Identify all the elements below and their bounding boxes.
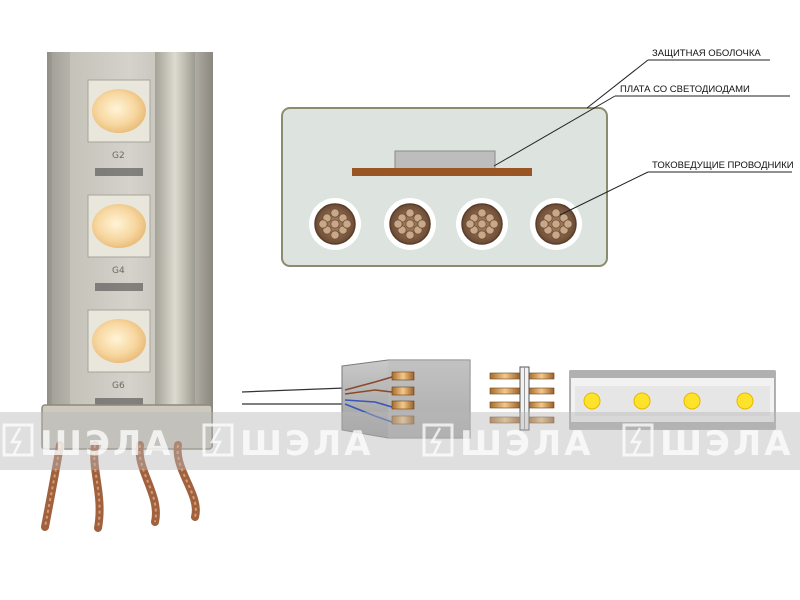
strip-led-marking: G2 [112,151,125,161]
strip-led-marking: G6 [112,381,125,391]
internal-wire-3 [344,399,393,408]
adapter-pin-right [528,372,555,380]
strip-led-marking: G4 [112,266,125,276]
watermark-logo-icon [422,423,454,457]
label-current-conductors: ТОКОВЕДУЩИЕ ПРОВОДНИКИ [652,160,794,171]
label-protective-sheath: ЗАЩИТНАЯ ОБОЛОЧКА [652,48,761,59]
plug-pins [391,371,415,425]
strip-led [92,319,146,363]
plug-pin [391,386,415,396]
watermark-logo-icon [202,423,234,457]
callout-line-conductors [559,171,649,216]
adapter-pin-left [489,401,521,409]
cable-wire-top [241,387,346,393]
internal-wire-2 [344,389,393,395]
watermark-brand-text: ШЭЛА [460,424,594,464]
strip-rail-bottom [570,422,775,429]
strip-led [92,204,146,248]
pcb-board [352,168,532,176]
internal-wire-4 [344,403,393,423]
callout-line-pcb [493,95,616,167]
strip-resistor [95,283,143,291]
plug-pin [391,371,415,381]
strip-left-edge [52,52,70,447]
strip-wires [41,441,200,532]
plug-pin [391,415,415,425]
adapter-pin-right [528,387,555,395]
strip-segment-led [683,392,701,410]
watermark-brand-text: ШЭЛА [660,424,794,464]
strip-led [92,89,146,133]
led-chip [394,150,496,170]
watermark-band [0,412,800,470]
conductors [309,198,582,250]
callout-line-sheath [586,59,649,109]
watermark-brand-text: ШЭЛА [240,424,374,464]
adapter-pin-left [489,387,521,395]
strip-side-rail [155,52,195,447]
label-pcb-with-leds: ПЛАТА СО СВЕТОДИОДАМИ [620,84,750,95]
plug-pin [391,400,415,410]
strip-segment-led [583,392,601,410]
strip-segment-led [633,392,651,410]
strip-segment-led [736,392,754,410]
strip-rail-top [570,371,775,378]
internal-wire-1 [344,376,393,391]
strip-resistor [95,398,143,406]
watermark-brand-text: ШЭЛА [40,424,174,464]
watermark: ШЭЛА ШЭЛА ШЭЛА ШЭЛА [0,412,800,470]
connector-diagram [241,359,776,439]
cross-section-diagram: ЗАЩИТНАЯ ОБОЛОЧКА ПЛАТА СО СВЕТОДИОДАМИ … [281,48,794,267]
adapter-pin-left [489,372,521,380]
watermark-logo-icon [2,423,34,457]
watermark-logo-icon [622,423,654,457]
strip-resistor [95,168,143,176]
adapter-pin-right [528,401,555,409]
strip-end-cap [41,404,213,450]
strip-leds [583,392,754,410]
